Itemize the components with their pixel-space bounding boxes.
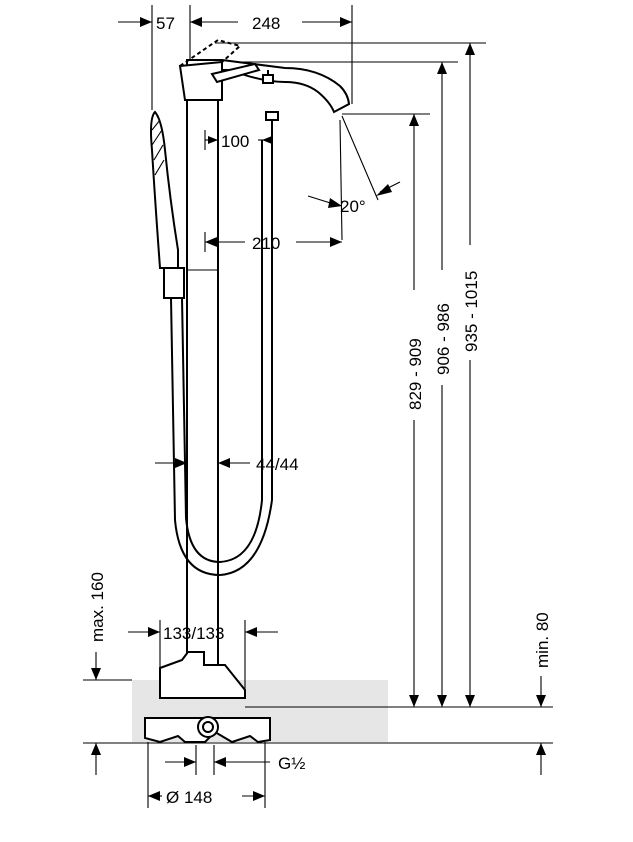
dim-thread: G½ — [278, 754, 305, 773]
dim-935-1015: 935 - 1015 — [462, 271, 481, 352]
dim-diameter-148: Ø 148 — [166, 788, 212, 807]
floor-escutcheon — [159, 651, 246, 699]
mixer-handle-body — [178, 60, 223, 101]
mixer-column — [186, 97, 219, 691]
dim-829-909: 829 - 909 — [406, 338, 425, 410]
shower-hose-outer — [170, 297, 273, 577]
dim-max-160: max. 160 — [88, 572, 107, 642]
dim-100: 100 — [221, 132, 249, 151]
mixer-lever — [210, 62, 261, 84]
hose-connector — [265, 111, 279, 121]
dim-210: 210 — [252, 234, 280, 253]
lever-open-position — [179, 38, 243, 67]
dim-133-133: 133/133 — [163, 624, 224, 643]
dim-248: 248 — [252, 14, 280, 33]
diverter-knob — [262, 74, 274, 84]
hand-shower-holder — [163, 267, 185, 299]
dim-57: 57 — [156, 14, 175, 33]
dim-min-80: min. 80 — [533, 612, 552, 668]
dim-angle: 20° — [340, 197, 366, 216]
dim-906-986: 906 - 986 — [434, 303, 453, 375]
shower-hose-inner — [181, 140, 263, 564]
mixer-spout — [186, 59, 351, 114]
hand-shower — [150, 110, 179, 269]
dim-44-44: 44/44 — [256, 455, 299, 474]
